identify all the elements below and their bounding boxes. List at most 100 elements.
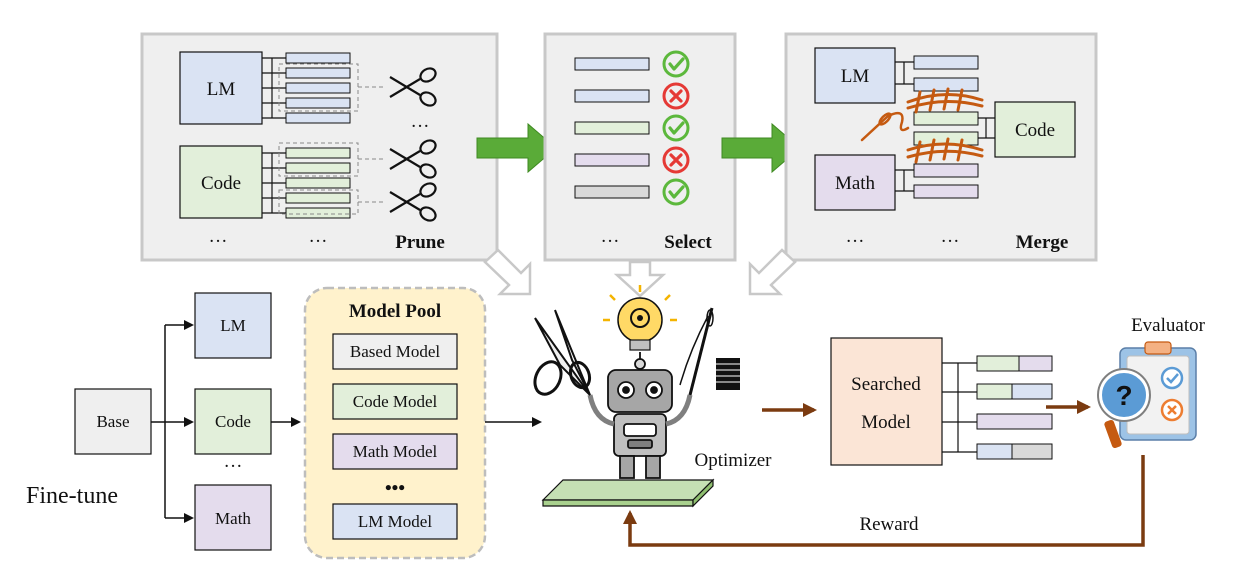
check-icon: [662, 178, 690, 206]
finetune-ellipsis: ···: [224, 456, 243, 477]
reward-arrow: [623, 455, 1145, 547]
prune-lm-layer: [285, 52, 351, 64]
merge-layer: [913, 55, 979, 70]
prune-title: Prune: [395, 232, 445, 253]
searched-layer: [976, 443, 1013, 460]
platform: [541, 479, 715, 501]
select-layer: [574, 185, 650, 199]
prune-code-layer: [285, 192, 351, 204]
merge-code-label: Code: [1015, 120, 1055, 141]
prune-lm-layers: [262, 57, 286, 119]
merge-layer: [913, 77, 979, 92]
merge-layer: [913, 184, 979, 199]
searched-layer: [1011, 383, 1053, 400]
prune-code-layers: [262, 152, 286, 214]
prune-ellipsis: ···: [411, 116, 430, 137]
thread-spool-icon: [716, 358, 740, 390]
optimizer-label: Optimizer: [694, 450, 772, 471]
finetune-math-box: [194, 484, 272, 551]
scissors-icon: [389, 67, 437, 107]
evaluator: Evaluator ?: [1097, 315, 1206, 449]
prune-code-layer: [285, 147, 351, 159]
merge-ellipsis: ···: [846, 231, 865, 252]
pool-item-label: Math Model: [353, 442, 438, 461]
merge-layer: [913, 111, 979, 126]
hollow-arrow: [483, 248, 532, 296]
hollow-arrow: [748, 248, 797, 296]
finetune-math-label: Math: [215, 509, 251, 528]
searched-layer: [1011, 443, 1053, 460]
pool-item-based: [332, 333, 458, 370]
green-arrow: [476, 122, 557, 174]
prune-code-layer: [285, 177, 351, 189]
searched-layer: [1018, 355, 1053, 372]
merge-math-box: [814, 154, 896, 211]
stitch-icon: [906, 87, 984, 164]
prune-lm-label: LM: [207, 79, 236, 100]
merge-layer: [913, 163, 979, 178]
searched-layer: [976, 383, 1013, 400]
finetune-code-box: [194, 388, 272, 455]
pool-item-label: Code Model: [353, 392, 438, 411]
merge-ellipsis: ···: [941, 231, 960, 252]
pool-item-label: Based Model: [350, 342, 440, 361]
optimizer: Optimizer: [533, 285, 772, 508]
prune-panel: LM Code: [140, 32, 499, 262]
select-layer: [574, 153, 650, 167]
evaluator-label: Evaluator: [1131, 315, 1206, 336]
searched-model: Searched Model: [830, 337, 1053, 466]
finetune-label: Fine-tune: [26, 483, 118, 509]
check-icon: [662, 114, 690, 142]
check-icon: [662, 50, 690, 78]
svg-text:?: ?: [1115, 380, 1132, 411]
prune-lm-layer: [285, 112, 351, 124]
finetune-code-label: Code: [215, 412, 251, 431]
scissors-icon: [389, 182, 437, 222]
pool-item-lm: [332, 503, 458, 540]
finetune-lm-label: LM: [220, 316, 246, 335]
robot-icon: [587, 352, 693, 479]
model-pool-title: Model Pool: [349, 301, 441, 322]
prune-lm-layer: [285, 67, 351, 79]
base-box: [74, 388, 152, 455]
prune-ellipsis: ···: [209, 231, 228, 252]
merge-code-box: [994, 101, 1076, 158]
needle-icon: [679, 307, 714, 396]
merge-math-label: Math: [835, 173, 876, 194]
merge-lm-label: LM: [841, 66, 870, 87]
scissors-icon: [533, 309, 592, 396]
model-pool: Model Pool Based Model Code Model Math M…: [303, 286, 487, 560]
searched-model-line1: Searched: [851, 374, 921, 395]
searched-layer: [976, 355, 1020, 372]
merge-panel: LM Code Math: [784, 32, 1098, 262]
select-layer: [574, 89, 650, 103]
select-panel: ··· Select: [543, 32, 737, 262]
prune-lm-layer: [285, 97, 351, 109]
merge-title: Merge: [1016, 232, 1069, 253]
pool-item-math: [332, 433, 458, 470]
prune-code-layer: [285, 207, 351, 219]
base-label: Base: [96, 412, 129, 431]
select-ellipsis: ···: [601, 231, 620, 252]
pool-item-code: [332, 383, 458, 420]
select-layer: [574, 57, 650, 71]
prune-code-layer: [285, 162, 351, 174]
prune-ellipsis: ···: [309, 231, 328, 252]
prune-code-label: Code: [201, 173, 241, 194]
hollow-arrow: [613, 260, 667, 298]
prune-code-box: [179, 145, 263, 219]
prune-lm-box: [179, 51, 263, 125]
cross-icon: [662, 146, 690, 174]
merge-lm-box: [814, 47, 896, 104]
finetune-section: Base LM Code ··· Math Fine-tune: [26, 292, 301, 551]
searched-model-line2: Model: [861, 412, 911, 433]
select-layer: [574, 121, 650, 135]
magnifier-icon: ?: [1097, 368, 1151, 449]
pool-item-label: LM Model: [358, 512, 432, 531]
finetune-lm-box: [194, 292, 272, 359]
cross-icon: [662, 82, 690, 110]
needle-icon: [860, 111, 910, 142]
lightbulb-icon: [603, 285, 677, 351]
searched-layer: [976, 413, 1053, 430]
